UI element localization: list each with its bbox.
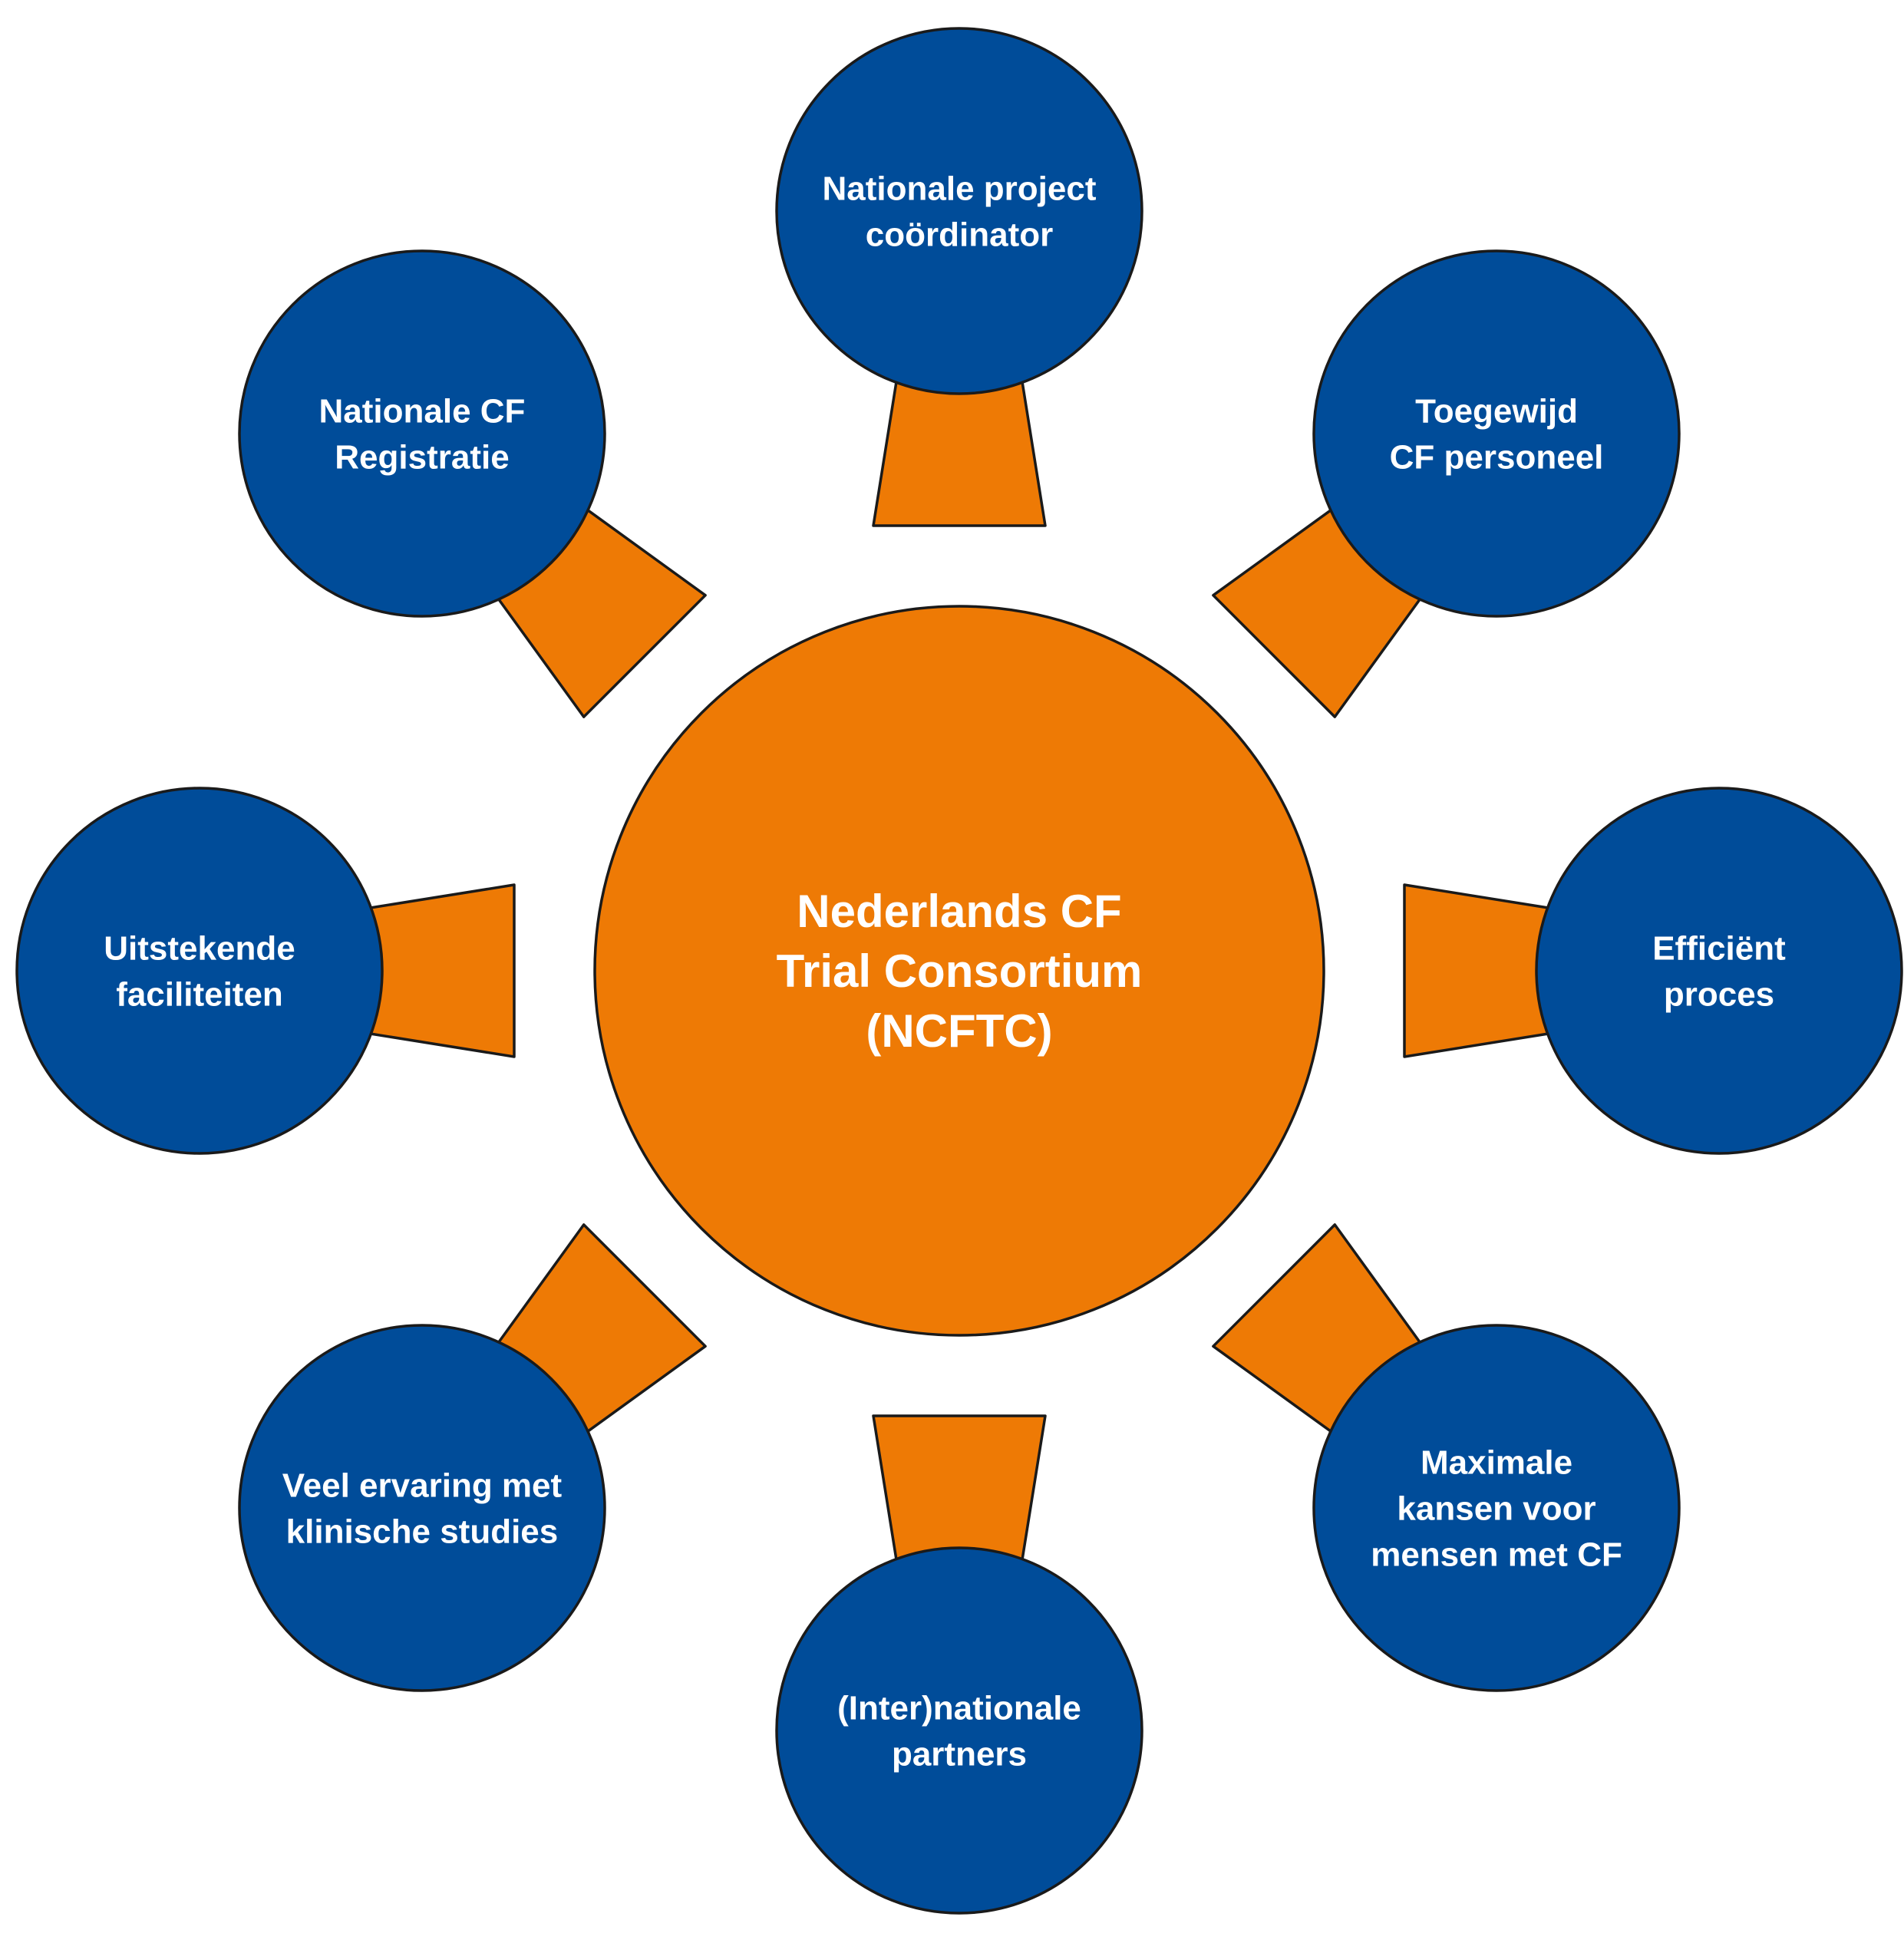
node-nationale-cf-registratie: Nationale CF Registratie bbox=[238, 249, 606, 618]
node-label-veel-ervaring-line-2: klinische studies bbox=[286, 1513, 559, 1550]
center-circle bbox=[593, 605, 1325, 1337]
node-maximale-kansen: Maximale kansen voor mensen met CF bbox=[1312, 1324, 1681, 1692]
center-node: Nederlands CF Trial Consortium (NCFTC) bbox=[593, 605, 1325, 1337]
node-circle-toegewijd-cf-personeel bbox=[1312, 249, 1681, 618]
center-label-line-3: (NCFTC) bbox=[866, 1005, 1052, 1057]
node-label-maximale-kansen-line-1: Maximale bbox=[1421, 1443, 1572, 1481]
center-layer: Nederlands CF Trial Consortium (NCFTC) bbox=[593, 605, 1325, 1337]
node-label-toegewijd-cf-personeel-line-2: CF personeel bbox=[1390, 438, 1604, 476]
node-label-nationale-project-coordinator-line-1: Nationale project bbox=[823, 170, 1097, 207]
node-label-toegewijd-cf-personeel-line-1: Toegewijd bbox=[1415, 392, 1578, 430]
connector-uitstekende-faciliteiten bbox=[359, 883, 516, 1058]
node-label-internationale-partners-line-2: partners bbox=[892, 1735, 1027, 1773]
node-circle-efficient-proces bbox=[1535, 787, 1903, 1155]
node-label-veel-ervaring-line-1: Veel ervaring met bbox=[282, 1467, 563, 1504]
connector-internationale-partners bbox=[872, 1414, 1047, 1571]
node-circle-uitstekende-faciliteiten bbox=[15, 787, 384, 1155]
node-circle-veel-ervaring bbox=[238, 1324, 606, 1692]
node-circle-nationale-cf-registratie bbox=[238, 249, 606, 618]
node-label-nationale-cf-registratie-line-2: Registratie bbox=[335, 438, 509, 476]
node-label-uitstekende-faciliteiten-line-1: Uitstekende bbox=[104, 929, 295, 967]
node-circle-maximale-kansen bbox=[1312, 1324, 1681, 1692]
node-uitstekende-faciliteiten: Uitstekende faciliteiten bbox=[15, 787, 384, 1155]
center-label-line-2: Trial Consortium bbox=[777, 945, 1143, 997]
center-label-line-1: Nederlands CF bbox=[797, 886, 1121, 937]
node-efficient-proces: Efficiënt proces bbox=[1535, 787, 1903, 1155]
node-toegewijd-cf-personeel: Toegewijd CF personeel bbox=[1312, 249, 1681, 618]
node-label-nationale-cf-registratie-line-1: Nationale CF bbox=[319, 392, 526, 430]
connector-nationale-project-coordinator bbox=[872, 371, 1047, 527]
node-veel-ervaring: Veel ervaring met klinische studies bbox=[238, 1324, 606, 1692]
node-label-internationale-partners-line-1: (Inter)nationale bbox=[837, 1689, 1081, 1727]
node-label-uitstekende-faciliteiten-line-2: faciliteiten bbox=[116, 975, 283, 1013]
node-label-efficient-proces-line-2: proces bbox=[1664, 975, 1774, 1013]
node-circle-internationale-partners bbox=[775, 1546, 1143, 1915]
node-internationale-partners: (Inter)nationale partners bbox=[775, 1546, 1143, 1915]
node-circle-nationale-project-coordinator bbox=[775, 27, 1143, 395]
connector-efficient-proces bbox=[1403, 883, 1559, 1058]
node-label-efficient-proces-line-1: Efficiënt bbox=[1652, 929, 1786, 967]
node-label-maximale-kansen-line-2: kansen voor bbox=[1397, 1490, 1595, 1527]
node-label-nationale-project-coordinator-line-2: coördinator bbox=[866, 216, 1053, 253]
node-label-maximale-kansen-line-3: mensen met CF bbox=[1371, 1536, 1622, 1573]
node-nationale-project-coordinator: Nationale project coördinator bbox=[775, 27, 1143, 395]
